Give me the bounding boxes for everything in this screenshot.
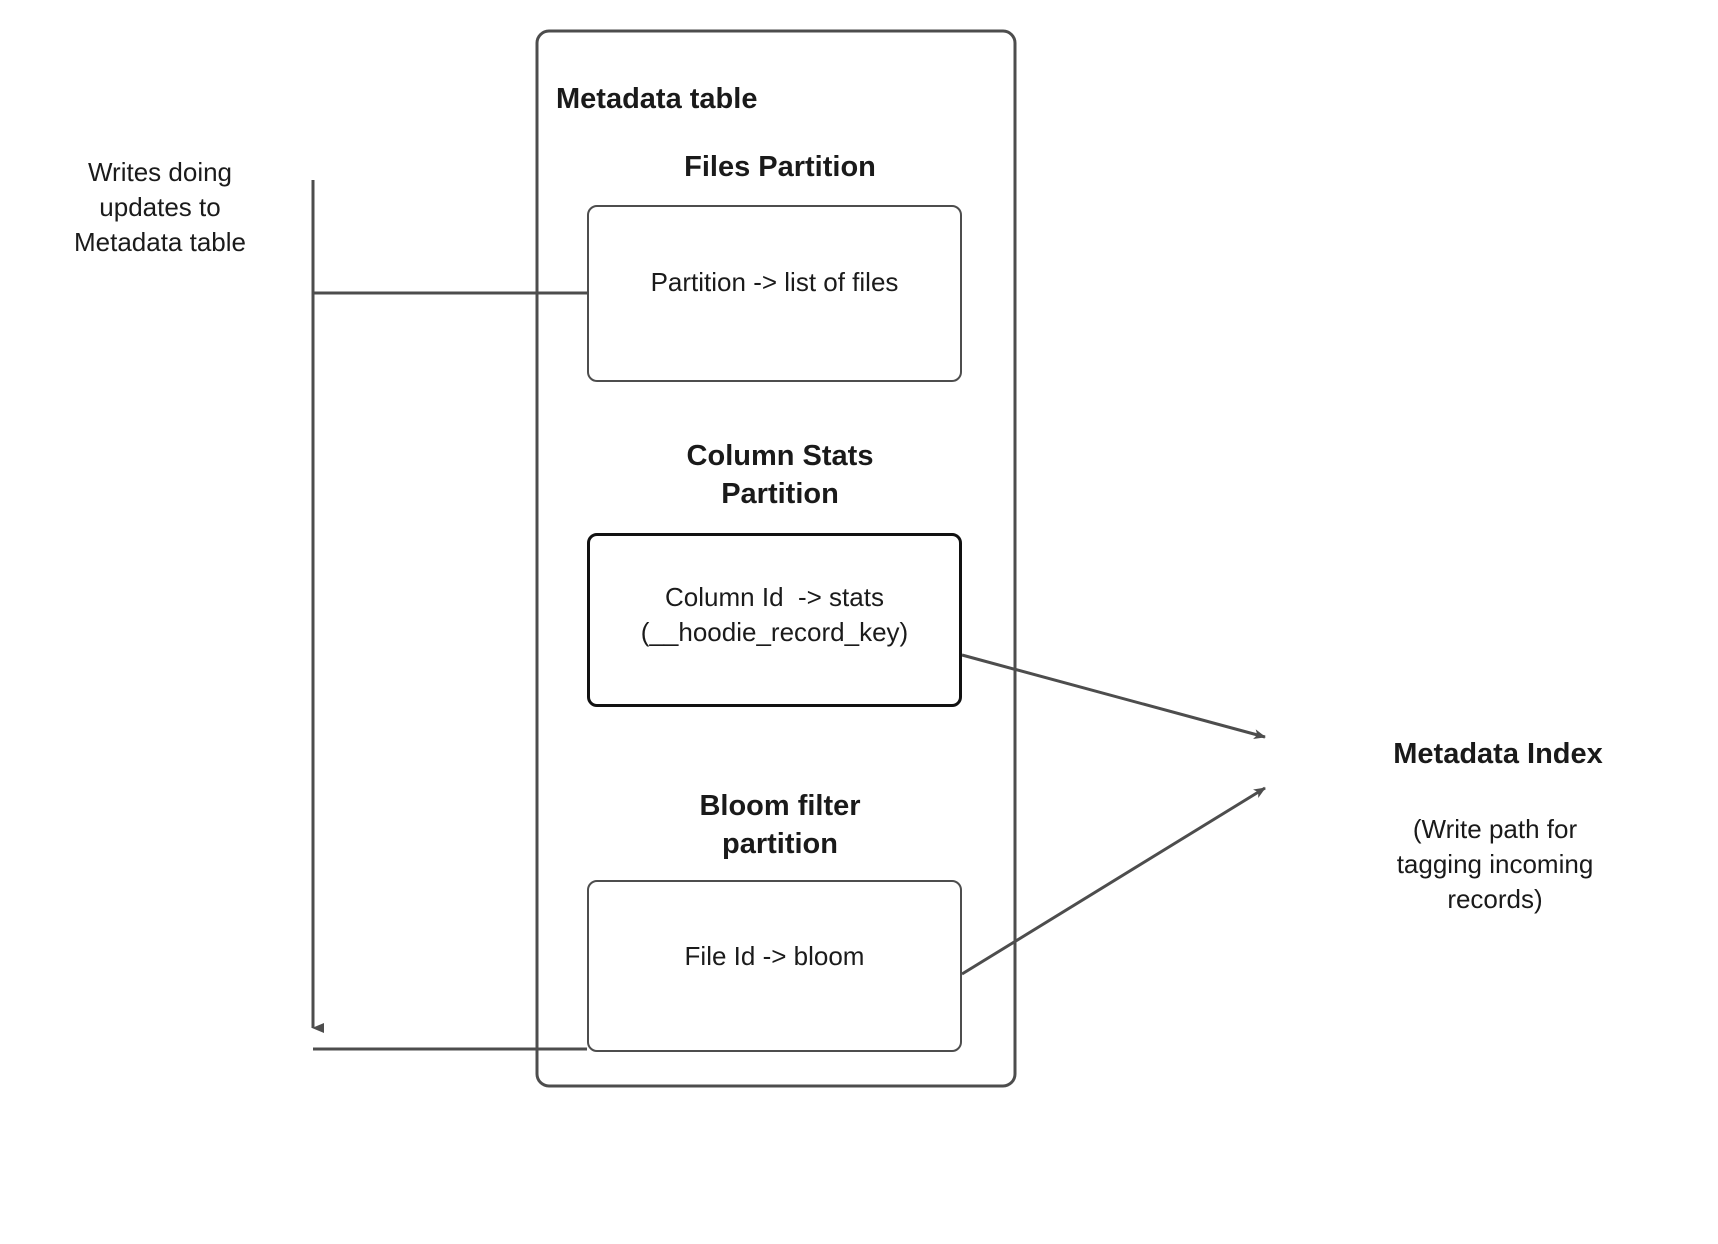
column-stats-partition-box-label: Column Id -> stats (__hoodie_record_key): [640, 582, 909, 648]
metadata-index-caption: (Write path for tagging incoming records…: [1396, 814, 1594, 914]
writes-updates-label: Writes doing updates to Metadata table: [73, 157, 246, 257]
files-partition-box-label: Partition -> list of files: [650, 267, 899, 297]
bloom-filter-partition-box[interactable]: File Id -> bloom: [587, 880, 962, 1052]
metadata-table-title: Metadata table: [556, 83, 758, 115]
connector-colstats-to-index: [961, 653, 1266, 739]
column-stats-partition-box[interactable]: Column Id -> stats (__hoodie_record_key): [587, 533, 962, 707]
files-partition-title: Files Partition: [684, 151, 876, 183]
files-partition-box[interactable]: Partition -> list of files: [587, 205, 962, 382]
metadata-index-title: Metadata Index: [1393, 738, 1603, 770]
connector-bloom-to-index: [961, 786, 1266, 976]
bloom-filter-partition-box-label: File Id -> bloom: [684, 941, 865, 971]
column-stats-partition-title: Column Stats Partition: [686, 440, 874, 511]
bloom-filter-partition-title: Bloom filter partition: [699, 790, 861, 861]
